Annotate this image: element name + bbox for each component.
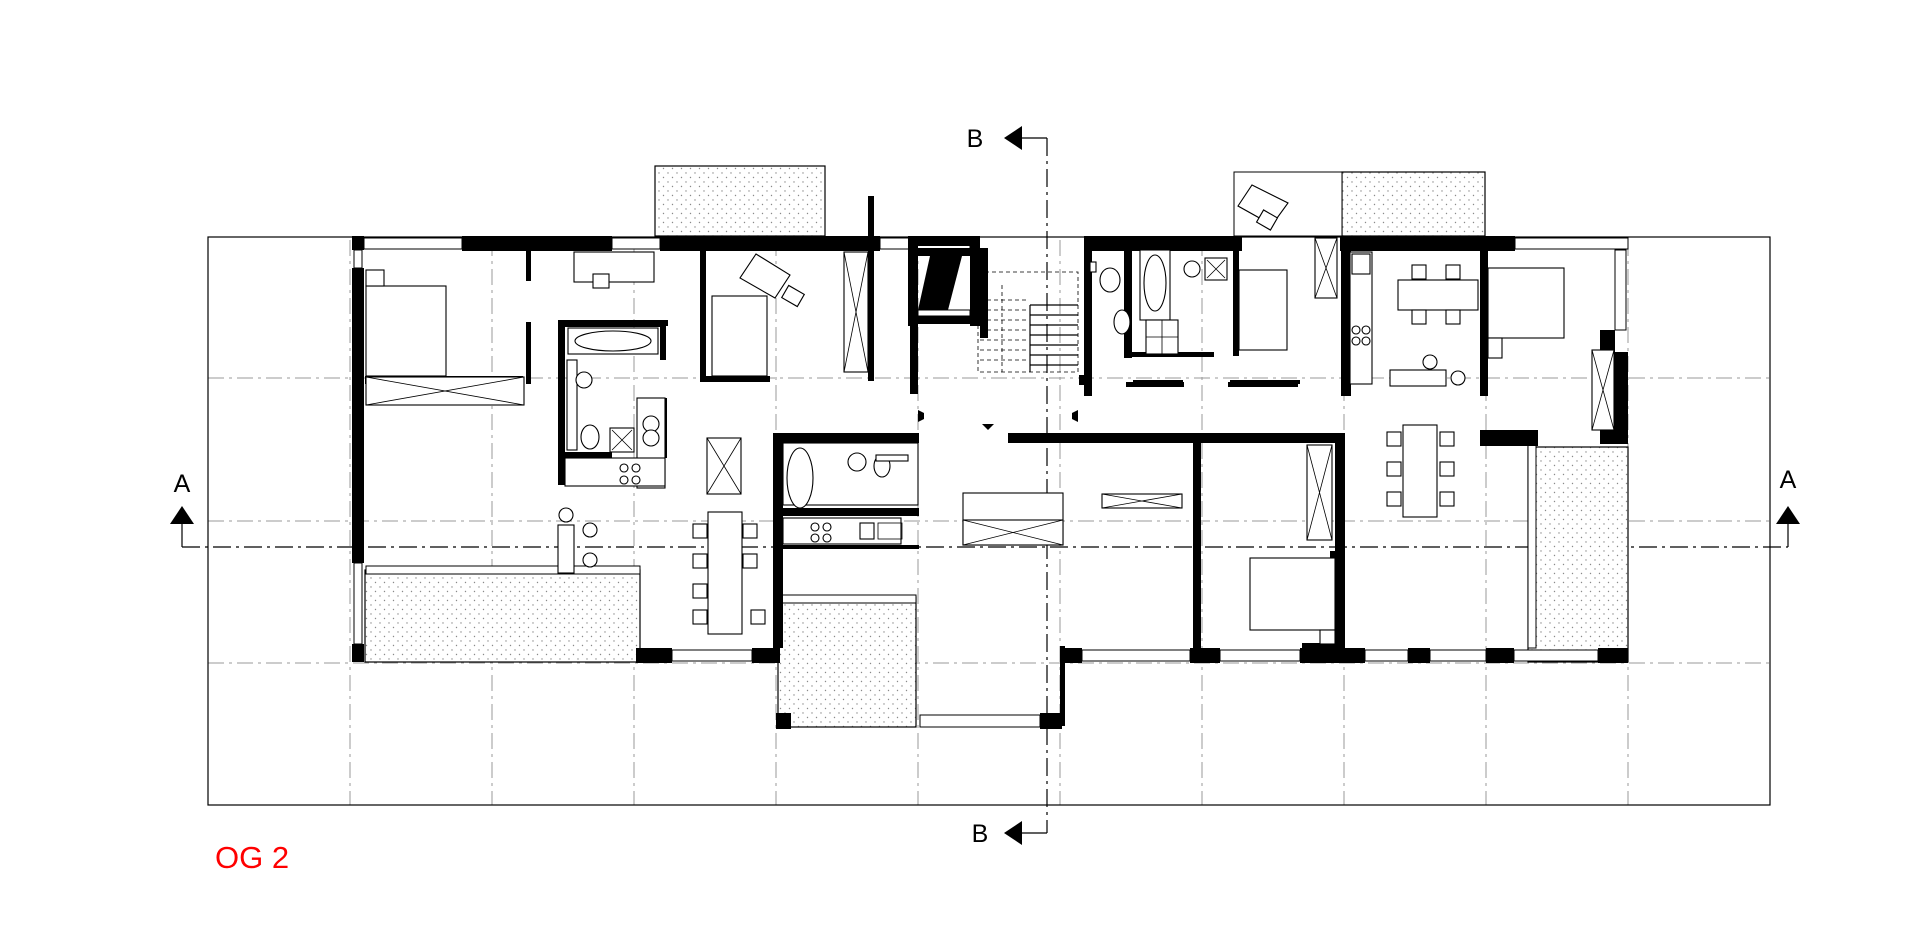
section-a-label-left: A — [174, 470, 191, 498]
section-line-a — [170, 506, 1800, 548]
section-b-bottom-arrow — [1004, 821, 1022, 845]
stair-core — [908, 236, 1079, 430]
section-line-b — [1004, 126, 1048, 845]
section-b-label-top: B — [967, 125, 984, 153]
furniture — [365, 184, 1615, 645]
section-a-label-right: A — [1780, 466, 1797, 494]
drawing-frame — [207, 236, 1771, 806]
section-a-left-arrow — [170, 506, 194, 524]
section-b-top-arrow — [1004, 126, 1022, 150]
floor-label: OG 2 — [215, 840, 289, 875]
balconies — [364, 165, 1629, 728]
section-b-label-bottom: B — [972, 820, 989, 848]
section-a-right-arrow — [1776, 506, 1800, 524]
